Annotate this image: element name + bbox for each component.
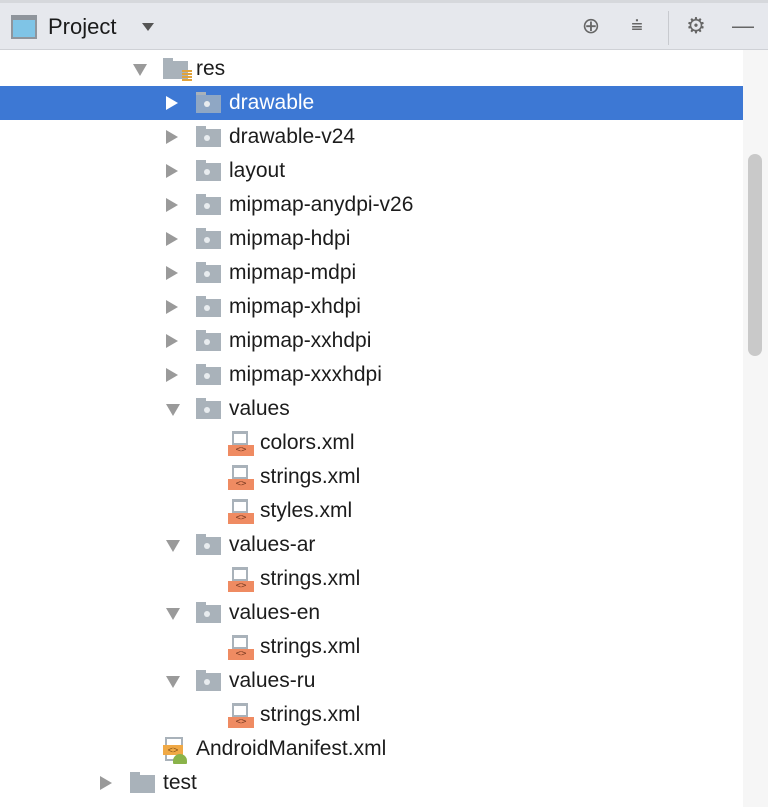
tree-item[interactable]: mipmap-xxxhdpi bbox=[0, 358, 743, 392]
tree-item-label: strings.xml bbox=[260, 703, 361, 726]
tree-item[interactable]: layout bbox=[0, 154, 743, 188]
collapsed-arrow-icon[interactable] bbox=[166, 164, 178, 178]
folder-icon bbox=[196, 602, 221, 623]
folder-icon bbox=[196, 670, 221, 691]
collapse-all-icon[interactable]: ⩧ bbox=[631, 15, 643, 37]
collapsed-arrow-icon[interactable] bbox=[166, 232, 178, 246]
tree-item[interactable]: mipmap-mdpi bbox=[0, 256, 743, 290]
tree-item[interactable]: drawable-v24 bbox=[0, 120, 743, 154]
tree-item[interactable]: mipmap-anydpi-v26 bbox=[0, 188, 743, 222]
tree-item-label: values-ru bbox=[229, 669, 316, 692]
tree-item[interactable]: <> strings.xml bbox=[0, 562, 743, 596]
collapsed-arrow-icon[interactable] bbox=[166, 130, 178, 144]
xml-file-icon: <> bbox=[228, 567, 254, 593]
xml-file-icon: <> bbox=[228, 703, 254, 729]
tree-item-label: mipmap-hdpi bbox=[229, 227, 351, 250]
collapsed-arrow-icon[interactable] bbox=[166, 198, 178, 212]
gear-icon[interactable]: ⚙ bbox=[686, 13, 706, 38]
xml-file-icon: <> bbox=[228, 635, 254, 661]
tree-item-label: strings.xml bbox=[260, 567, 361, 590]
folder-icon bbox=[196, 398, 221, 419]
tree-item-label: mipmap-xxxhdpi bbox=[229, 363, 382, 386]
tree-item-label: mipmap-xhdpi bbox=[229, 295, 361, 318]
tree-item-label: test bbox=[163, 771, 197, 794]
collapsed-arrow-icon[interactable] bbox=[166, 368, 178, 382]
tree-item-label: mipmap-xxhdpi bbox=[229, 329, 372, 352]
tree-item-label: res bbox=[196, 57, 226, 80]
folder-icon bbox=[163, 58, 192, 82]
vertical-scrollbar[interactable] bbox=[748, 154, 762, 356]
tree-item[interactable]: values-en bbox=[0, 596, 743, 630]
folder-icon bbox=[196, 160, 221, 181]
tree-item[interactable]: values-ru bbox=[0, 664, 743, 698]
folder-icon bbox=[196, 296, 221, 317]
collapsed-arrow-icon[interactable] bbox=[166, 334, 178, 348]
folder-icon bbox=[196, 262, 221, 283]
tool-window-header: Project ⊕ ⩧ ⚙ — bbox=[0, 0, 768, 50]
expanded-arrow-icon[interactable] bbox=[166, 676, 180, 688]
toolbar-divider bbox=[668, 11, 669, 45]
tree-item-label: drawable-v24 bbox=[229, 125, 356, 148]
chevron-down-icon[interactable] bbox=[142, 23, 154, 31]
tree-item-label: drawable bbox=[229, 91, 315, 114]
folder-icon bbox=[196, 364, 221, 385]
tree-item[interactable]: <> strings.xml bbox=[0, 698, 743, 732]
folder-icon bbox=[196, 534, 221, 555]
tree-item[interactable]: <> strings.xml bbox=[0, 460, 743, 494]
expanded-arrow-icon[interactable] bbox=[166, 404, 180, 416]
xml-file-icon: <> bbox=[228, 499, 254, 525]
tree-item[interactable]: drawable bbox=[0, 86, 743, 120]
folder-icon bbox=[196, 330, 221, 351]
tree-item-label: styles.xml bbox=[260, 499, 353, 522]
tree-item[interactable]: values bbox=[0, 392, 743, 426]
collapsed-arrow-icon[interactable] bbox=[166, 96, 178, 110]
tree-item-label: values-en bbox=[229, 601, 321, 624]
tree-item[interactable]: <> colors.xml bbox=[0, 426, 743, 460]
collapsed-arrow-icon[interactable] bbox=[166, 266, 178, 280]
tree-item[interactable]: <> styles.xml bbox=[0, 494, 743, 528]
expanded-arrow-icon[interactable] bbox=[133, 64, 147, 76]
tree-item-label: AndroidManifest.xml bbox=[196, 737, 387, 760]
folder-icon bbox=[196, 228, 221, 249]
folder-icon bbox=[130, 772, 155, 793]
locate-icon[interactable]: ⊕ bbox=[581, 13, 601, 38]
tree-item-label: strings.xml bbox=[260, 635, 361, 658]
tree-item[interactable]: res bbox=[0, 52, 743, 86]
tree-item[interactable]: mipmap-xxhdpi bbox=[0, 324, 743, 358]
project-view-icon bbox=[11, 15, 37, 39]
collapsed-arrow-icon[interactable] bbox=[100, 776, 112, 790]
tree-item[interactable]: mipmap-hdpi bbox=[0, 222, 743, 256]
tree-item-label: values-ar bbox=[229, 533, 316, 556]
tree-item-label: values bbox=[229, 397, 290, 420]
folder-icon bbox=[196, 126, 221, 147]
tree-item-label: colors.xml bbox=[260, 431, 355, 454]
xml-file-icon: <> bbox=[228, 465, 254, 491]
tree-item[interactable]: <> strings.xml bbox=[0, 630, 743, 664]
folder-icon bbox=[196, 194, 221, 215]
tree-item[interactable]: mipmap-xhdpi bbox=[0, 290, 743, 324]
minimize-icon[interactable]: — bbox=[732, 13, 754, 38]
view-selector[interactable]: Project bbox=[48, 14, 117, 39]
folder-icon bbox=[196, 92, 221, 113]
expanded-arrow-icon[interactable] bbox=[166, 540, 180, 552]
tree-item[interactable]: values-ar bbox=[0, 528, 743, 562]
tree-item-label: strings.xml bbox=[260, 465, 361, 488]
android-manifest-icon: <> bbox=[163, 737, 189, 765]
tree-item[interactable]: test bbox=[0, 766, 743, 800]
xml-file-icon: <> bbox=[228, 431, 254, 457]
tree-item[interactable]: <> AndroidManifest.xml bbox=[0, 732, 743, 766]
collapsed-arrow-icon[interactable] bbox=[166, 300, 178, 314]
tree-item-label: layout bbox=[229, 159, 286, 182]
tree-item-label: mipmap-mdpi bbox=[229, 261, 357, 284]
expanded-arrow-icon[interactable] bbox=[166, 608, 180, 620]
tree-item-label: mipmap-anydpi-v26 bbox=[229, 193, 414, 216]
